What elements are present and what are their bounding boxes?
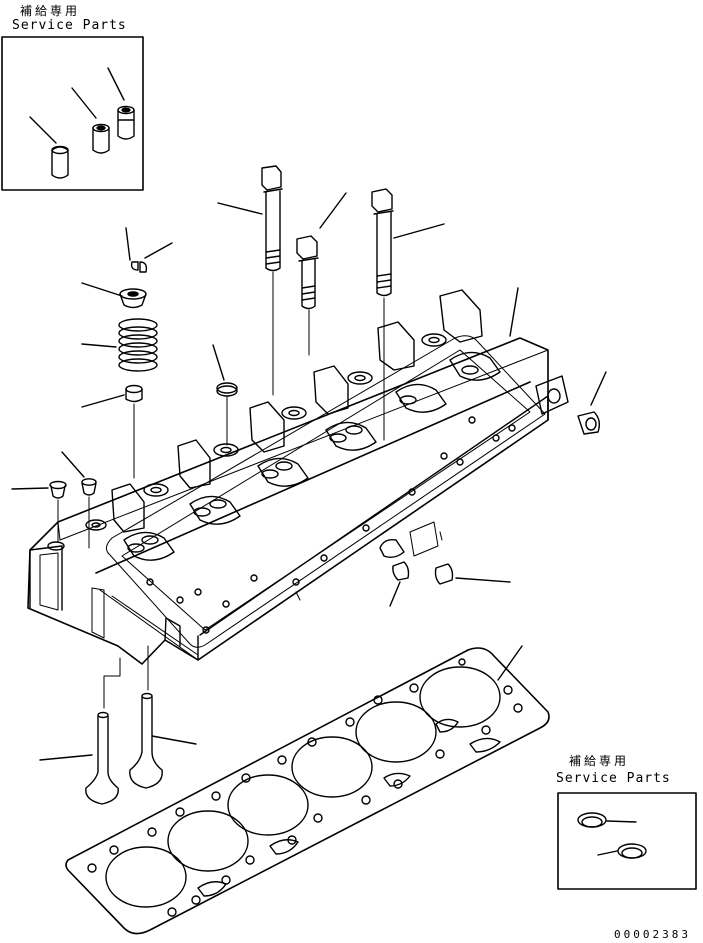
service-parts-jp-top: 補給専用 xyxy=(20,4,81,18)
head-plug-left-2 xyxy=(62,452,96,548)
service-parts-label-top: Service Parts xyxy=(12,18,127,33)
head-bolt-middle xyxy=(297,193,346,355)
valve-seat-part-icon xyxy=(72,88,109,153)
cylinder-head-leader xyxy=(510,288,518,336)
service-parts-jp-bottom: 補給専用 xyxy=(569,754,630,768)
service-parts-label-bottom: Service Parts xyxy=(556,771,671,786)
intake-valve xyxy=(130,646,196,788)
drawing-code: 00002383 xyxy=(614,928,691,941)
front-plug xyxy=(578,372,606,434)
valve-guide-part-icon xyxy=(30,117,68,178)
valve-stem-seal xyxy=(82,386,142,479)
service-parts-box-top xyxy=(2,37,143,190)
cylinder-head xyxy=(28,290,568,664)
exhaust-valve xyxy=(40,658,120,804)
head-gasket xyxy=(66,646,549,934)
valve-spring-retainer xyxy=(82,283,146,308)
head-bolt-left xyxy=(218,166,282,395)
head-plug-left-1 xyxy=(12,482,66,543)
valve-keeper xyxy=(126,228,172,272)
side-plug-2 xyxy=(436,564,511,584)
side-plug-1 xyxy=(390,562,409,606)
valve-spring xyxy=(82,319,157,371)
head-bolt-right xyxy=(372,189,444,440)
valve-seat-ring xyxy=(213,345,237,445)
service-parts-box-bottom xyxy=(558,793,696,889)
valve-seat-insert-part-icon xyxy=(108,68,134,139)
o-ring-1 xyxy=(578,813,636,827)
o-ring-2 xyxy=(598,844,646,858)
